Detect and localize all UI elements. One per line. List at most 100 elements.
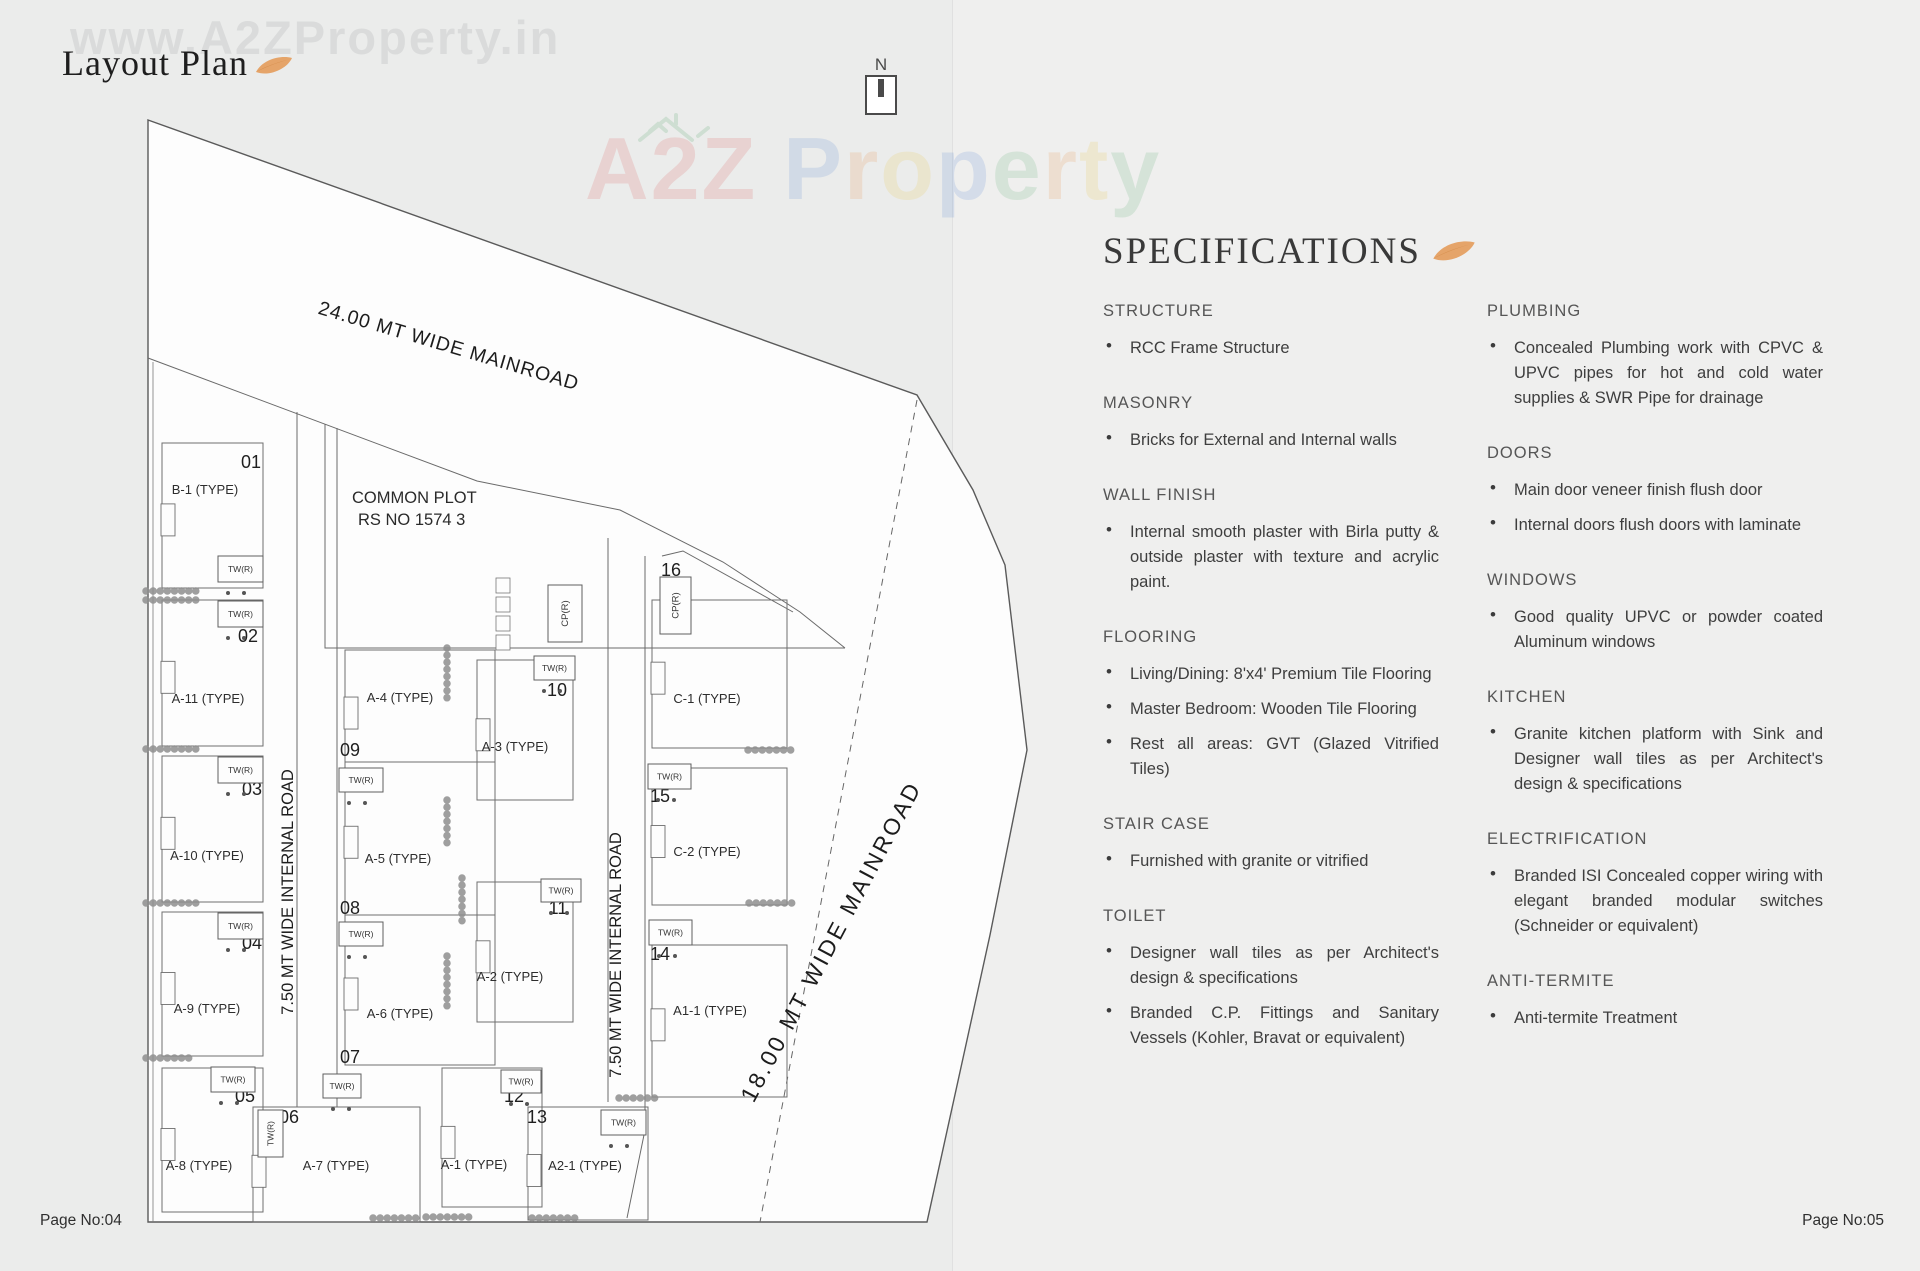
door-dot [226, 792, 230, 796]
common-plot-line1: COMMON PLOT [352, 489, 477, 507]
plot-notch [526, 1154, 542, 1187]
spec-item-text: Bricks for External and Internal walls [1130, 431, 1397, 449]
door-dot [509, 1102, 513, 1106]
spec-section: FLOORING •Living/Dining: 8'x4' Premium Ti… [1103, 628, 1439, 782]
watermark-roof-icon [636, 112, 714, 149]
door-dot [242, 591, 246, 595]
door-dot [656, 798, 660, 802]
door-dot [347, 955, 351, 959]
specifications-title: SPECIFICATIONS [1103, 230, 1477, 273]
door-dot [673, 954, 677, 958]
spec-item: •RCC Frame Structure [1103, 336, 1439, 361]
plot-notch [160, 503, 176, 537]
spec-section: TOILET•Designer wall tiles as per Archit… [1103, 907, 1439, 1051]
tw-box [540, 878, 582, 903]
plot-03: 03A-10 (TYPE)TW(R) [160, 755, 264, 903]
tw-label: TW(R) [348, 775, 373, 785]
bullet-icon: • [1106, 336, 1112, 355]
plot-notch [440, 1125, 456, 1159]
tw-label: TW(R) [542, 663, 567, 673]
spec-section: WINDOWS•Good quality UPVC or powder coat… [1487, 571, 1823, 655]
plot-type-label: A-10 (TYPE) [170, 848, 244, 863]
utility-box [495, 577, 511, 594]
watermark-letter: e [991, 119, 1043, 218]
tw-box [322, 1073, 362, 1099]
common-plot-edge [324, 424, 845, 649]
plot-type-label: C-1 (TYPE) [673, 691, 740, 706]
door-dot [558, 689, 562, 693]
door-dot [219, 1101, 223, 1105]
plot-12: 12A-1 (TYPE)TW(R) [440, 1067, 543, 1208]
plot-number: 01 [241, 452, 261, 472]
plot-notch [650, 661, 666, 695]
plot-notch [160, 660, 176, 694]
door-dot [525, 1102, 529, 1106]
tw-label: TW(R) [228, 921, 253, 931]
plot-number: 11 [549, 898, 568, 918]
page-title-text: Layout Plan [62, 43, 248, 83]
plot-notch [475, 940, 491, 974]
bullet-icon: • [1106, 428, 1112, 447]
door-dot [609, 1144, 613, 1148]
door-dot [226, 948, 230, 952]
plot-type-label: A-3 (TYPE) [482, 739, 548, 754]
bullet-icon: • [1490, 605, 1496, 624]
spec-item-text: Master Bedroom: Wooden Tile Flooring [1130, 700, 1417, 718]
spec-section: DOORS•Main door veneer finish flush door… [1487, 444, 1823, 538]
tw-box [533, 655, 576, 681]
spec-heading: KITCHEN [1487, 688, 1567, 706]
watermark-letter: P [783, 119, 844, 218]
spec-item: •Internal doors flush doors with laminat… [1487, 513, 1823, 538]
plot-number: 13 [527, 1107, 547, 1127]
plot-05: 05A-8 (TYPE)TW(R) [160, 1066, 264, 1213]
plot-number: 14 [650, 944, 670, 964]
internal-road-1-edges [296, 412, 338, 1107]
watermark-letter: p [936, 119, 992, 218]
tw-label: TW(R) [266, 1121, 276, 1146]
plot-09: 09A-4 (TYPE)TW(R) [338, 649, 496, 805]
specifications-title-text: SPECIFICATIONS [1103, 231, 1421, 272]
spec-heading: FLOORING [1103, 628, 1198, 646]
plot-type-label: A-5 (TYPE) [365, 851, 431, 866]
page-title: Layout Plan [62, 42, 294, 84]
spec-heading: STAIR CASE [1103, 815, 1210, 833]
spec-item: •Master Bedroom: Wooden Tile Flooring [1103, 697, 1439, 722]
plot-15: 15C-2 (TYPE)TW(R) [647, 763, 788, 906]
spec-item: •Rest all areas: GVT (Glazed Vitrified T… [1103, 732, 1439, 782]
plot-02: 02A-11 (TYPE)TW(R) [160, 599, 264, 747]
tw-label: TW(R) [658, 928, 683, 938]
utility-box [495, 615, 511, 632]
door-dot [672, 798, 676, 802]
spec-item-text: Living/Dining: 8'x4' Premium Tile Floori… [1130, 665, 1432, 683]
tw-box [210, 1066, 256, 1093]
spec-item-text: Furnished with granite or vitrified [1130, 852, 1369, 870]
tw-label: TW(R) [657, 772, 682, 782]
plot-notch [160, 1128, 176, 1161]
plot-10: 10A-3 (TYPE)TW(R) [475, 655, 576, 801]
door-dot [625, 1144, 629, 1148]
tw-label: TW(R) [220, 1075, 245, 1085]
spec-section: KITCHEN•Granite kitchen platform with Si… [1487, 688, 1823, 797]
tw-box [257, 1109, 284, 1158]
north-bar [878, 79, 884, 97]
bullet-icon: • [1490, 336, 1496, 355]
spec-heading: ELECTRIFICATION [1487, 830, 1648, 848]
spec-item-text: Branded C.P. Fittings and Sanitary Vesse… [1130, 1004, 1439, 1047]
spec-item: •Concealed Plumbing work with CPVC & UPV… [1487, 336, 1823, 411]
common-plot-line2: RS NO 1574 3 [358, 511, 465, 529]
plot-type-label: C-2 (TYPE) [673, 844, 740, 859]
bullet-icon: • [1490, 478, 1496, 497]
tw-box [338, 921, 384, 947]
plot-01: 01B-1 (TYPE)TW(R) [160, 442, 264, 595]
spec-item: •Furnished with granite or vitrified [1103, 849, 1439, 874]
spec-section: PLUMBING•Concealed Plumbing work with CP… [1487, 302, 1823, 411]
spec-item: •Living/Dining: 8'x4' Premium Tile Floor… [1103, 662, 1439, 687]
spec-heading: ANTI-TERMITE [1487, 972, 1615, 990]
tw-label: TW(R) [228, 564, 253, 574]
plot-notch [251, 1154, 267, 1188]
bullet-icon: • [1106, 1001, 1112, 1020]
watermark-letter: 2 [650, 119, 702, 218]
spec-heading: DOORS [1487, 444, 1553, 462]
door-dot [542, 689, 546, 693]
